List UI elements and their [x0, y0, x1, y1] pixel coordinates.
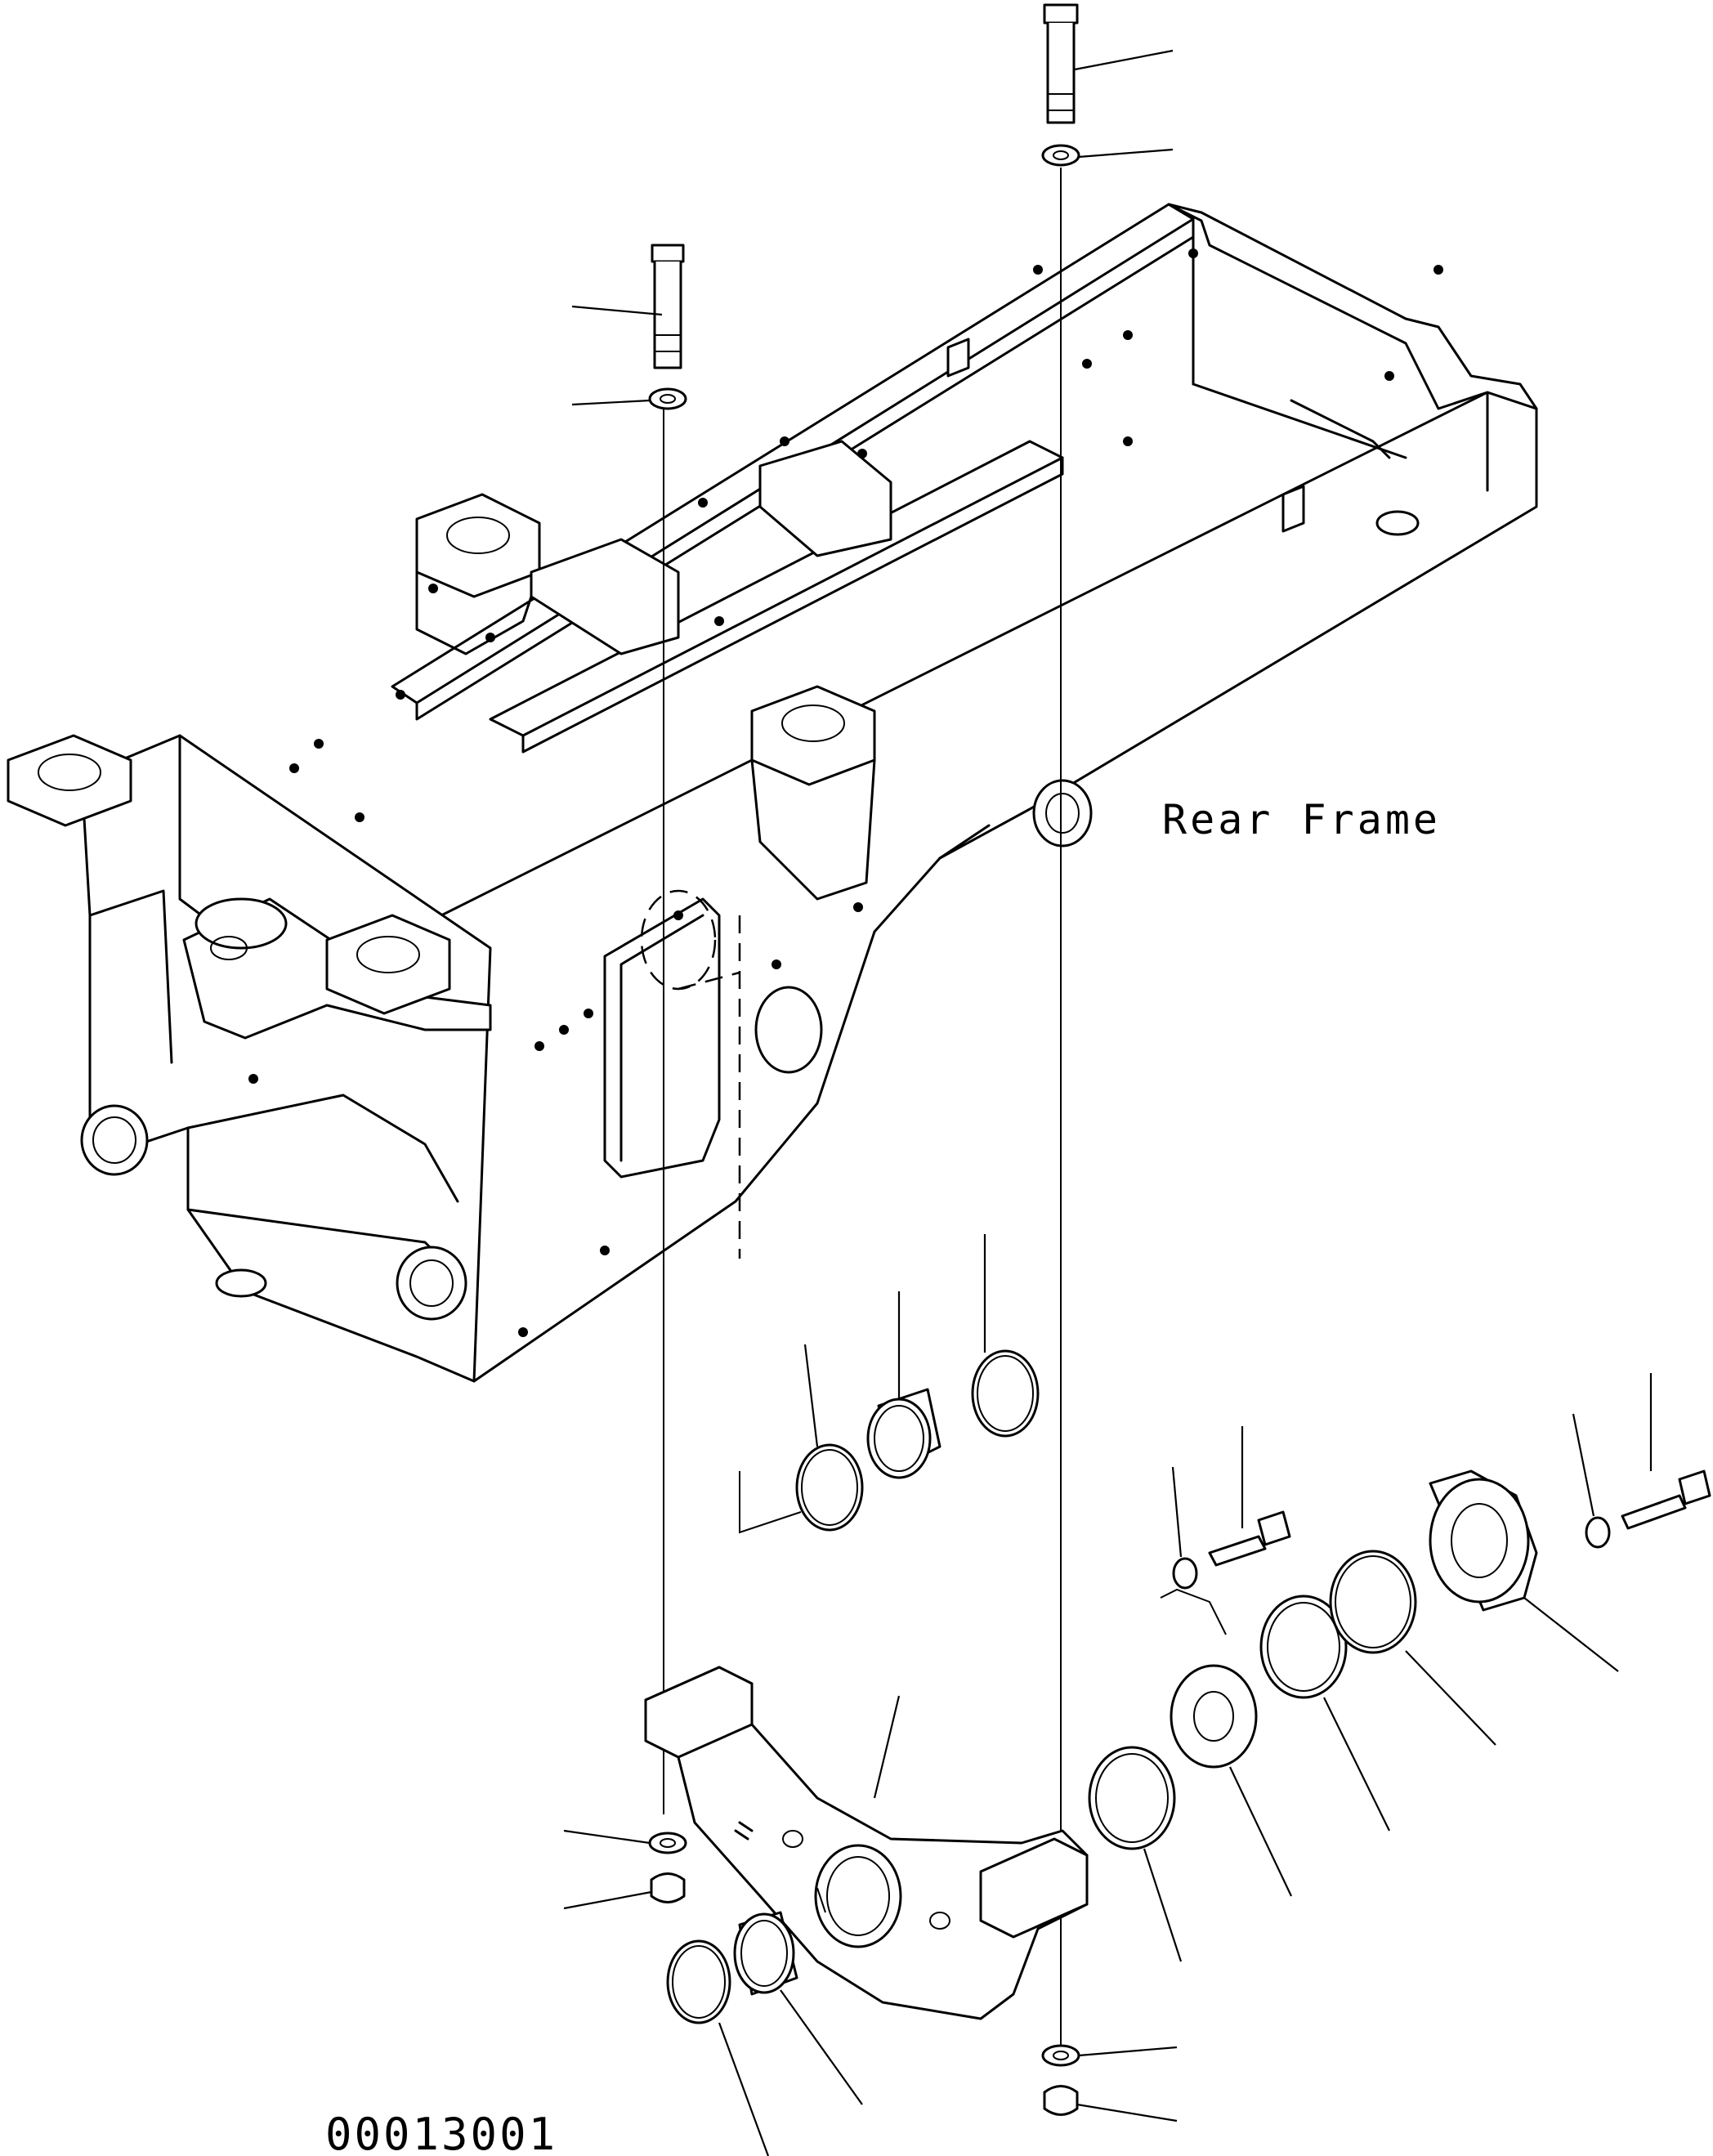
middle-rings [795, 1349, 1040, 1532]
rear-frame [7, 203, 1538, 1383]
upper-right-bolt [1041, 3, 1080, 167]
lower-right-fasteners [1041, 2044, 1080, 2116]
upper-left-bolt [648, 244, 687, 410]
lower-left-fasteners [648, 1832, 687, 1903]
leader-lines [563, 49, 1653, 2156]
lower-left-bushing [666, 1911, 798, 2024]
dashed-indicator [640, 889, 802, 1534]
pin-cap-group [1088, 1469, 1711, 1850]
drawing-number: 00013001 [325, 2109, 557, 2156]
rear-support [644, 1666, 1089, 2020]
mount-pads [7, 493, 876, 1015]
frame-bolt-dots [248, 248, 1443, 1337]
component-label: Rear Frame [1162, 796, 1441, 843]
